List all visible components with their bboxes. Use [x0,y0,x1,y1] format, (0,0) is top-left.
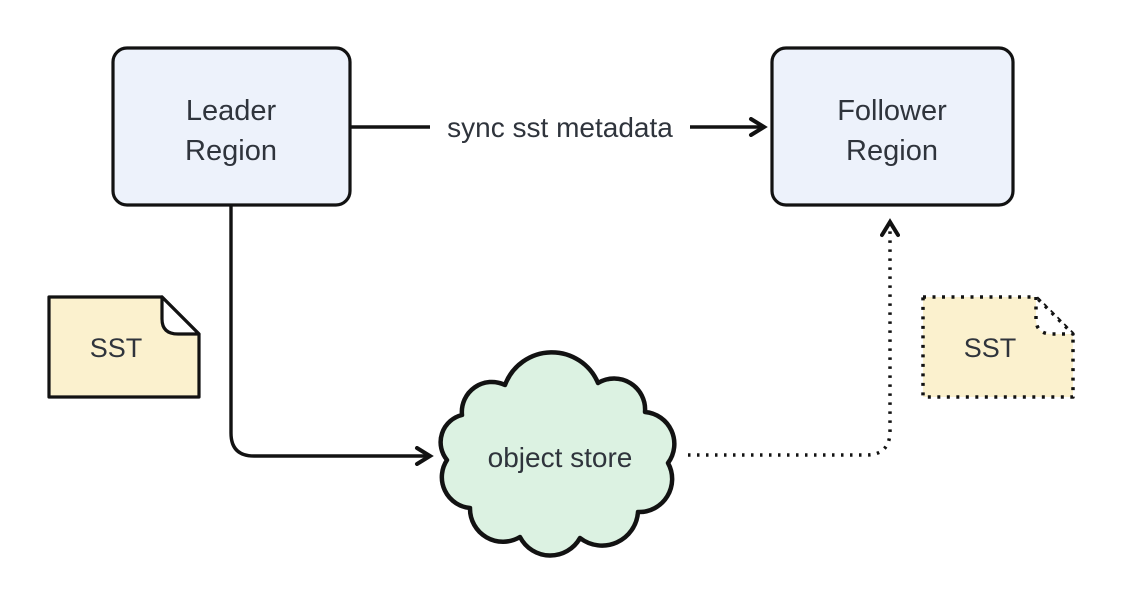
node-follower-region: Follower Region [770,46,1015,207]
object-store-label: object store [488,442,633,473]
sst-leader-label: SST [90,333,143,363]
follower-region-label-line1: Follower [837,95,947,127]
sst-follower-document-shape [921,295,1075,399]
follower-region-label-line2: Region [846,135,938,167]
follower-region-box [770,46,1015,207]
edge-label-sync-sst-metadata: sync sst metadata [447,112,673,143]
node-object-store: object store [438,350,677,558]
edge-label-background [430,105,690,149]
edge-sync-sst-metadata: sync sst metadata [350,105,768,149]
sst-follower-label: SST [964,333,1017,363]
sst-leader-fold-corner [160,295,201,336]
node-leader-region: Leader Region [111,46,352,207]
leader-region-box [111,46,352,207]
node-sst-leader: SST [47,295,201,399]
edge-object-store-to-follower [688,218,900,457]
edge-leader-to-object-store [229,205,434,466]
object-store-cloud-shape [438,350,677,558]
sst-follower-fold-corner [1034,295,1075,336]
leader-region-label-line1: Leader [186,95,277,127]
leader-region-label-line2: Region [185,135,277,167]
node-sst-follower: SST [921,295,1075,399]
